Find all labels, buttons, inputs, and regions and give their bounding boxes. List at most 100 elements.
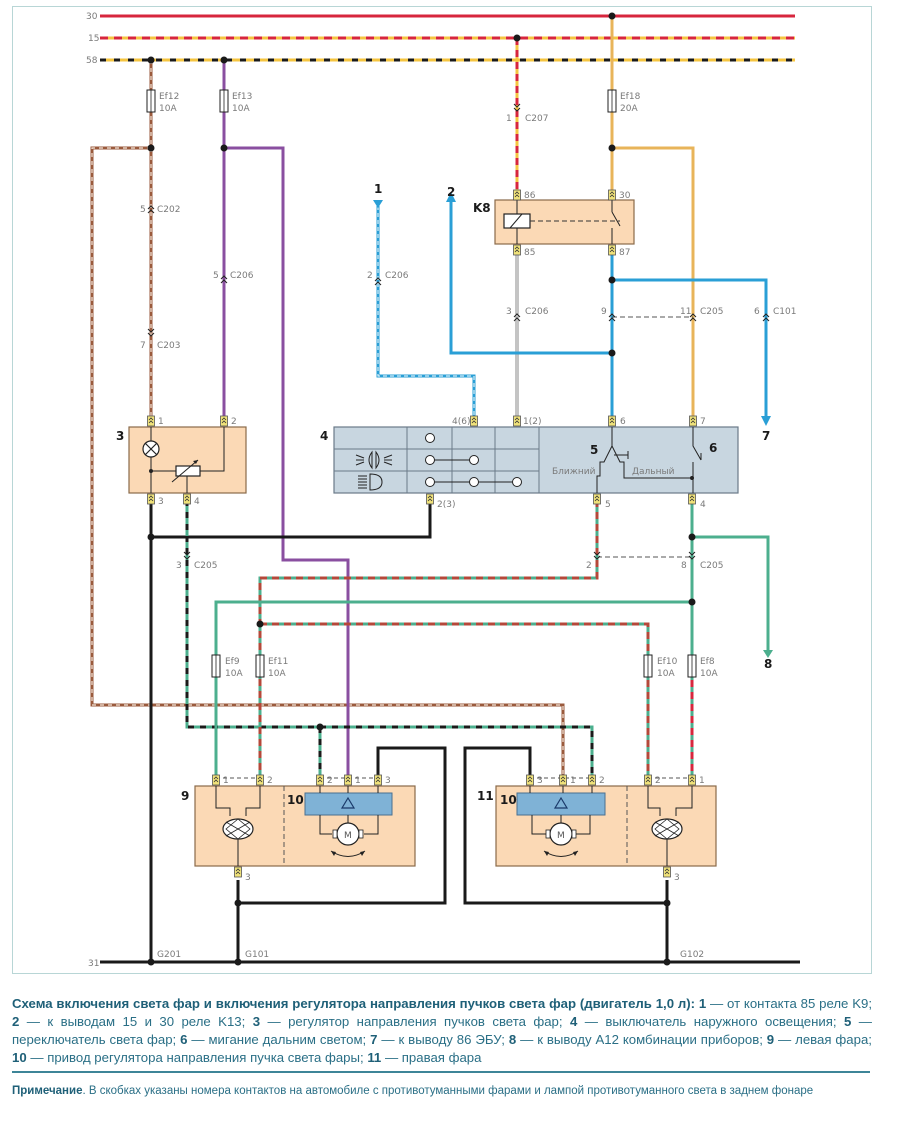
switch-number: 4 [320,429,328,443]
svg-text:1: 1 [570,776,576,786]
triangle-icon [553,796,569,809]
legend-item: 5 — переключатель света фар; [12,1014,872,1047]
legend-text: — к выводу 86 ЭБУ; [381,1032,505,1047]
svg-text:2: 2 [655,776,661,786]
caption-legend: 1 — от контакта 85 реле K9; 2 — к вывода… [12,996,872,1065]
svg-text:C205: C205 [700,561,723,571]
output-1-label: 1 [374,182,382,196]
headlight-icon [358,473,383,491]
svg-text:Ef9: Ef9 [225,657,240,667]
junction-dots [147,12,696,966]
svg-text:10A: 10A [657,669,675,679]
legend-number: 10 [12,1050,31,1065]
fuse-ef11: Ef11 10A [255,654,288,679]
legend-number: 1 [698,996,711,1011]
legend-text: — правая фара [384,1050,482,1065]
svg-text:Ef8: Ef8 [700,657,715,667]
svg-text:3: 3 [245,873,251,883]
svg-text:10A: 10A [700,669,718,679]
bus-label-58: 58 [86,56,98,66]
legend-number: 9 [762,1032,779,1047]
svg-text:3: 3 [158,497,164,507]
svg-text:30: 30 [619,191,631,201]
high-beam-label: Дальный [632,467,675,477]
legend-number: 4 [562,1014,585,1029]
svg-text:5: 5 [140,205,146,215]
fuse-ef10: Ef10 10A [643,654,678,679]
exterior-light-switch: 4 5 [320,415,739,510]
variable-resistor-icon [175,465,201,477]
wire-high-beam [214,500,770,778]
caption-title: Схема включения света фар и включения ре… [12,996,696,1011]
svg-text:11: 11 [477,789,494,803]
legend-item: 3 — регулятор направления пучков света ф… [245,1014,563,1029]
output-8-label: 8 [764,657,772,671]
svg-text:1(2): 1(2) [523,417,541,427]
svg-text:10A: 10A [232,104,250,114]
ground-g201: G201 [157,950,181,960]
legend-number: 3 [245,1014,268,1029]
wire-ground-left [149,500,432,962]
regulator-number: 3 [116,429,124,443]
fuse-ef9: Ef9 10A [211,654,243,679]
legend-number: 7 [366,1032,382,1047]
svg-text:C202: C202 [157,205,180,215]
svg-text:10A: 10A [268,669,286,679]
output-2-label: 2 [447,185,455,199]
connector-c205-2: 2 [586,551,601,571]
bus-label-15: 15 [88,34,99,44]
svg-text:C205: C205 [194,561,217,571]
svg-text:4(6): 4(6) [452,417,470,427]
relay-name: K8 [473,201,491,215]
arrow-7 [761,416,771,426]
connector-c203: 7 C203 [140,328,180,351]
svg-text:1: 1 [699,776,705,786]
fuse-ef13: Ef13 10A [219,89,252,114]
fuse-ef18: Ef18 20A [607,89,641,114]
svg-text:Ef10: Ef10 [657,657,678,667]
relay-k8: K8 86 30 85 87 [473,189,635,258]
legend-number: 11 [363,1050,385,1065]
fuse-ef12: Ef12 10A [146,89,179,114]
legend-number: 5 [836,1014,859,1029]
connector-c206-5: 5 C206 [213,271,254,284]
legend-number: 8 [504,1032,521,1047]
svg-text:5: 5 [213,271,219,281]
headlamp-leveling-regulator: 3 1 2 3 4 [116,415,247,507]
svg-text:C205: C205 [700,307,723,317]
legend-item: 7 — к выводу 86 ЭБУ; [366,1032,505,1047]
legend-item: 8 — к выводу A12 комбинации приборов; [505,1032,763,1047]
note-text: . В скобках указаны номера контактов на … [82,1085,814,1097]
note-label: Примечание [12,1085,83,1097]
svg-text:5: 5 [605,500,611,510]
svg-text:2: 2 [327,776,333,786]
wire-reg-4 [185,500,594,778]
triangle-icon [340,796,356,809]
legend-text: — привод регулятора направления пучка св… [30,1050,364,1065]
figure-caption: Схема включения света фар и включения ре… [12,995,872,1067]
left-leveling-actuator: 10 M 2 1 3 [287,774,393,857]
svg-text:3: 3 [176,561,182,571]
wire-ef13 [222,60,350,778]
legend-text: — от контакта 85 реле K9; [710,996,873,1011]
bus-label-30: 30 [86,12,98,22]
dimmer-switch-number: 5 [590,443,598,457]
legend-text: — выключатель наружного освещения; [584,1014,837,1029]
svg-text:85: 85 [524,248,535,258]
legend-text: — переключатель света фар; [12,1014,872,1047]
svg-text:1: 1 [223,776,229,786]
fuse-ef8: Ef8 10A [687,654,718,679]
legend-number: 6 [176,1032,192,1047]
legend-item: 9 — левая фара; [763,1032,872,1047]
connector-c205-9: 9 [601,307,616,322]
connector-c206-3: 3 C206 [506,307,549,322]
arrow-2 [446,192,456,202]
bus-label-31: 31 [88,959,99,969]
svg-text:C206: C206 [525,307,549,317]
svg-text:4: 4 [194,497,200,507]
svg-text:8: 8 [681,561,687,571]
svg-text:4: 4 [700,500,706,510]
svg-text:2: 2 [586,561,592,571]
svg-text:3: 3 [385,776,391,786]
connector-c205-3: 3 C205 [176,551,217,571]
